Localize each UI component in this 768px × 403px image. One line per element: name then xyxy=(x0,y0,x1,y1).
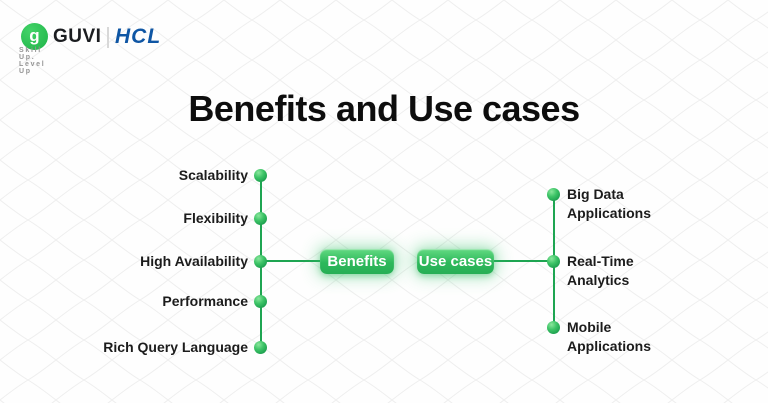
node-dot xyxy=(547,321,560,334)
benefit-label-performance: Performance xyxy=(162,293,248,309)
usecases-horizontal-connector-line xyxy=(494,260,554,262)
usecase-label-line: Applications xyxy=(567,338,652,354)
node-dot xyxy=(254,295,267,308)
benefit-label-scalability: Scalability xyxy=(178,167,248,183)
node-dot xyxy=(254,341,267,354)
node-dot xyxy=(547,188,560,201)
node-dot xyxy=(254,212,267,225)
brand-tagline: Skill Up. Level Up xyxy=(19,47,46,75)
guvi-logo-text: GUVI xyxy=(53,26,102,47)
usecase-label-line: Mobile xyxy=(567,319,612,335)
node-dot xyxy=(547,255,560,268)
guvi-logo-icon: g xyxy=(21,23,48,50)
usecase-label-big-data-applications: Big Data Applications xyxy=(567,185,651,223)
usecase-label-line: Analytics xyxy=(567,272,630,288)
node-dot xyxy=(254,169,267,182)
hcl-logo-text: HCL xyxy=(115,25,162,48)
node-dot xyxy=(254,255,267,268)
benefits-horizontal-connector-line xyxy=(261,260,320,262)
page-title: Benefits and Use cases xyxy=(188,88,580,129)
benefits-badge: Benefits xyxy=(320,249,394,274)
benefit-label-rich-query-language: Rich Query Language xyxy=(103,339,248,355)
usecase-label-line: Real-Time xyxy=(567,253,634,269)
usecase-label-line: Applications xyxy=(567,205,652,221)
usecase-label-real-time-analytics: Real-Time Analytics xyxy=(567,252,634,290)
use-cases-badge: Use cases xyxy=(417,249,494,274)
usecase-label-mobile-applications: Mobile Applications xyxy=(567,318,651,356)
logo-divider xyxy=(107,27,109,48)
usecase-label-line: Big Data xyxy=(567,186,624,202)
benefit-label-high-availability: High Availability xyxy=(140,253,248,269)
benefit-label-flexibility: Flexibility xyxy=(183,210,248,226)
